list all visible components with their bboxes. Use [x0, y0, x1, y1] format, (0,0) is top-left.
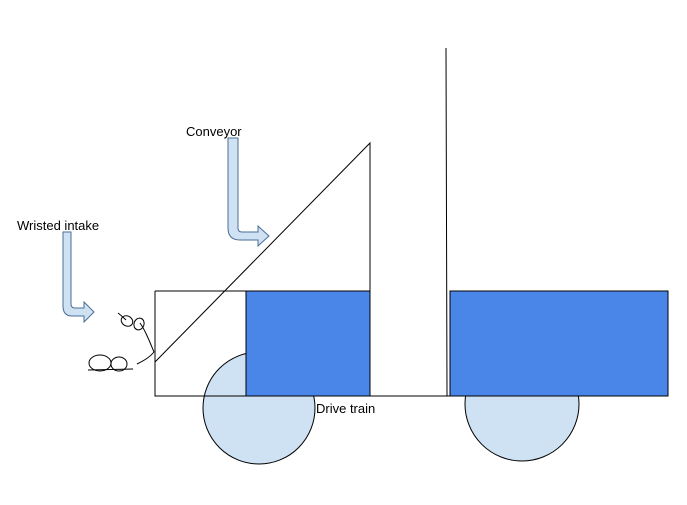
drive-train-label: Drive train	[316, 401, 375, 416]
intake-pointer-icon	[62, 231, 95, 324]
conveyor-ramp	[154, 141, 371, 363]
rear-drive-block	[449, 290, 669, 397]
front-drive-block	[245, 290, 371, 397]
mast	[445, 47, 448, 397]
wristed-intake-label: Wristed intake	[17, 218, 99, 233]
conveyor-pointer-icon	[227, 137, 270, 248]
conveyor-label: Conveyor	[186, 124, 242, 139]
wristed-intake-sketch	[87, 312, 155, 372]
